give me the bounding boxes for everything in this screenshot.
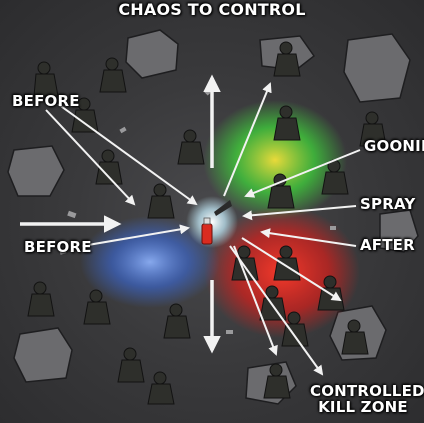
- soldier-icon: [177, 129, 205, 165]
- spray-green-cone: [203, 100, 347, 220]
- concrete-block-icon: [379, 209, 419, 253]
- label-before-top: BEFORE: [12, 92, 80, 110]
- arrow-to-kill-zone-1: [229, 245, 324, 376]
- soldier-icon: [359, 111, 387, 147]
- label-controlled-kill-zone: CONTROLLED KILL ZONE: [310, 382, 424, 416]
- soldier-icon: [117, 347, 145, 383]
- concrete-block-icon: [7, 145, 65, 197]
- debris: [59, 88, 336, 334]
- concrete-block-icon: [13, 327, 73, 383]
- label-before-mid: BEFORE: [24, 238, 92, 256]
- arrow-to-top-right: [223, 82, 272, 197]
- concrete-block-icon: [343, 33, 411, 103]
- soldier-icon: [163, 303, 191, 339]
- label-after: AFTER: [360, 236, 415, 254]
- label-spray: SPRAY: [360, 195, 416, 213]
- spray-effects: [80, 100, 360, 338]
- arrow-red-right: [241, 237, 342, 302]
- page-title: CHAOS TO CONTROL: [118, 0, 306, 19]
- spray-blue-cone: [80, 216, 220, 308]
- arrow-from-after: [260, 228, 357, 247]
- soldier-icon: [33, 61, 59, 97]
- soldier-icon: [273, 41, 301, 77]
- soldier-icon: [83, 289, 111, 325]
- soldier-icon: [321, 159, 349, 195]
- soldier-icon: [147, 371, 175, 405]
- soldier-icon: [99, 57, 127, 93]
- arrow-from-gooning: [244, 149, 361, 198]
- soldier-icon: [273, 105, 301, 141]
- soldier-icon: [147, 183, 175, 219]
- label-gooning: GOONING: [364, 137, 424, 155]
- soldier-icon: [341, 319, 369, 355]
- label-kill-zone-line2: KILL ZONE: [318, 397, 408, 416]
- soldier-icon: [95, 149, 123, 185]
- direction-arrows: [20, 74, 361, 376]
- arrow-from-before-top-2: [45, 109, 136, 206]
- label-kill-zone-line1: CONTROLLED: [310, 382, 424, 400]
- arrow-to-kill-zone-2: [233, 245, 278, 356]
- concrete-block-icon: [125, 29, 179, 79]
- arrow-from-spray: [242, 205, 357, 221]
- spray-can-icon: [201, 200, 232, 245]
- arrow-from-before-mid: [81, 224, 190, 247]
- soldier-icon: [27, 281, 55, 317]
- soldier-icon: [263, 363, 291, 399]
- arrow-from-before-top-1: [57, 103, 198, 206]
